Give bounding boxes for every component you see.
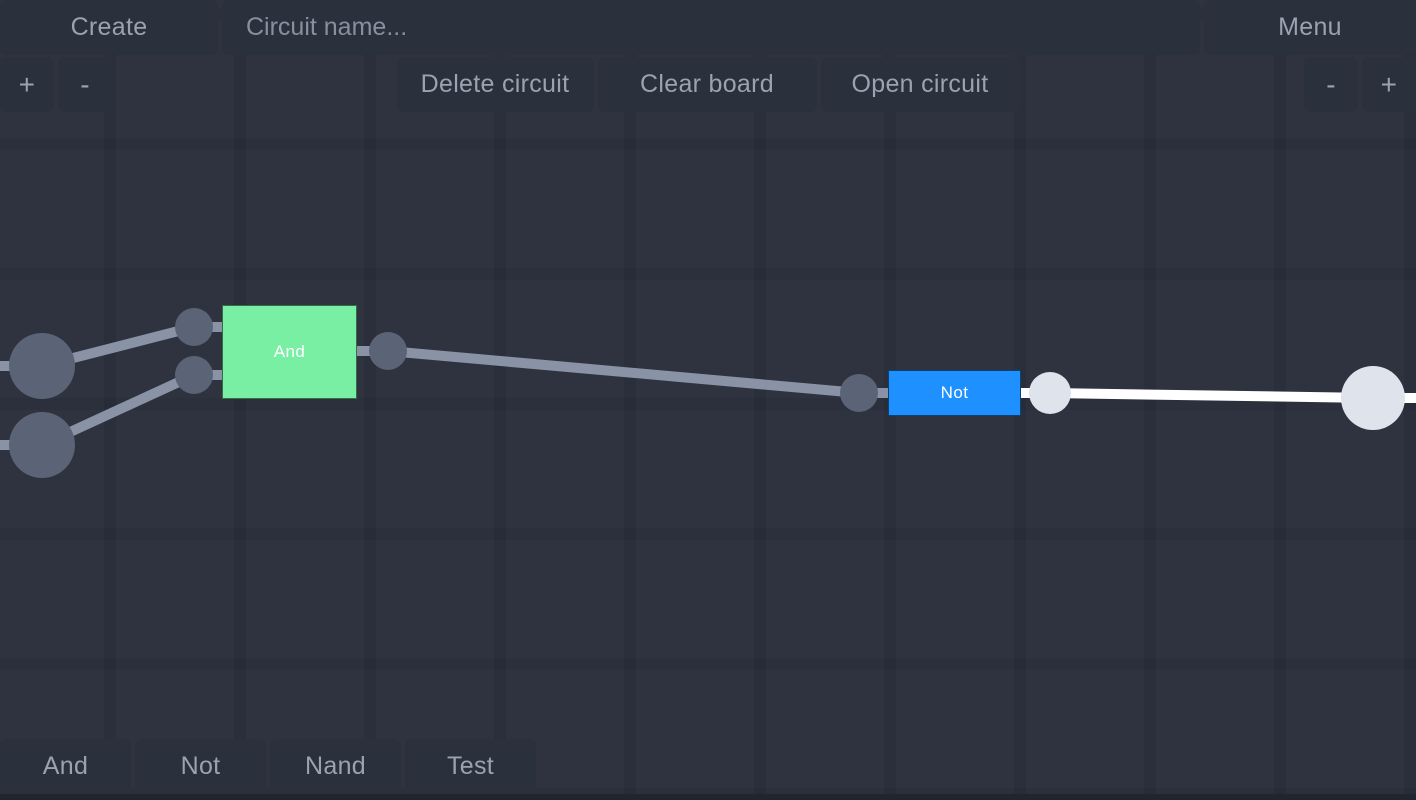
zoom-in-left-button[interactable]: + xyxy=(0,57,54,112)
wire[interactable] xyxy=(387,346,860,398)
pin-node[interactable] xyxy=(369,332,407,370)
create-button[interactable]: Create xyxy=(0,0,218,55)
pin-node[interactable] xyxy=(9,333,75,399)
pin-node[interactable] xyxy=(1341,366,1405,430)
gate-and[interactable]: And xyxy=(222,305,357,399)
delete-circuit-button[interactable]: Delete circuit xyxy=(396,57,594,112)
pin-node[interactable] xyxy=(175,356,213,394)
pin-node[interactable] xyxy=(840,374,878,412)
palette-item-nand[interactable]: Nand xyxy=(270,739,401,794)
gate-label: And xyxy=(273,342,306,361)
gate-label: Not xyxy=(940,383,969,402)
toolbar-spacer-left xyxy=(112,57,397,112)
pin-node[interactable] xyxy=(175,308,213,346)
bottom-strip xyxy=(0,794,1416,800)
toolbar-spacer-right xyxy=(1020,57,1305,112)
open-circuit-button[interactable]: Open circuit xyxy=(820,57,1020,112)
pin-node[interactable] xyxy=(9,412,75,478)
secondary-toolbar: + - Delete circuit Clear board Open circ… xyxy=(0,57,1416,112)
pin-node[interactable] xyxy=(1029,372,1071,414)
board-actions-group: Delete circuit Clear board Open circuit xyxy=(396,57,1020,112)
gate-not[interactable]: Not xyxy=(888,370,1021,416)
zoom-in-right-button[interactable]: + xyxy=(1362,57,1416,112)
palette-item-not[interactable]: Not xyxy=(135,739,266,794)
wire[interactable] xyxy=(1049,388,1374,403)
clear-board-button[interactable]: Clear board xyxy=(597,57,817,112)
circuit-name-input[interactable] xyxy=(222,0,1200,55)
top-toolbar: Create Menu xyxy=(0,0,1416,55)
palette-item-test[interactable]: Test xyxy=(405,739,536,794)
palette-item-and[interactable]: And xyxy=(0,739,131,794)
zoom-out-left-button[interactable]: - xyxy=(58,57,112,112)
zoom-out-right-button[interactable]: - xyxy=(1304,57,1358,112)
menu-button[interactable]: Menu xyxy=(1204,0,1416,55)
